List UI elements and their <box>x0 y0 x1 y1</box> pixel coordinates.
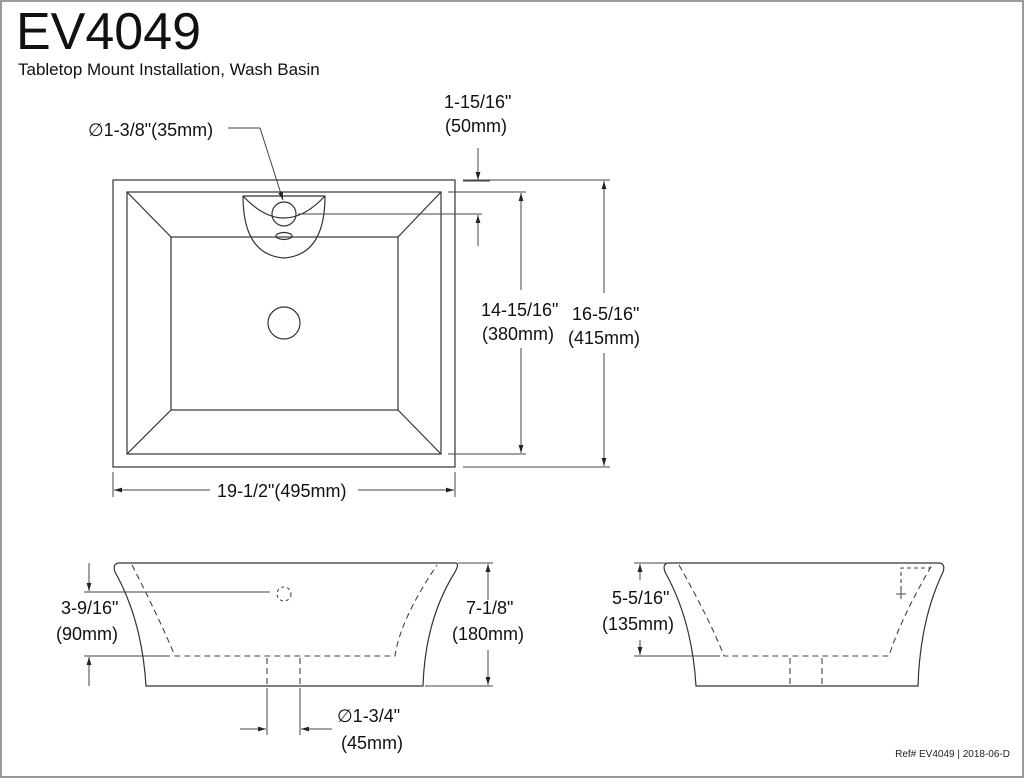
side-basin-outline <box>663 562 945 687</box>
basin-outer-outline <box>112 179 456 468</box>
inner-depth-inch: 14-15/16" <box>481 300 558 320</box>
faucet-hole-icon <box>271 201 297 227</box>
overflow-hole-icon <box>275 231 293 241</box>
inner-depth-mm: (380mm) <box>482 324 554 344</box>
model-title: EV4049 <box>16 3 202 61</box>
top-view: ∅1-3/8"(35mm) 1-15/16" (50mm) 14-15/16" … <box>88 92 640 501</box>
width-label: 19-1/2"(495mm) <box>217 481 346 501</box>
bowl-depth-inch: 5-5/16" <box>612 588 669 608</box>
basin-floor-outline <box>170 236 399 411</box>
faucet-hole-label: ∅1-3/8"(35mm) <box>88 120 213 140</box>
total-height-inch: 7-1/8" <box>466 598 513 618</box>
edge-to-hole-inch: 1-15/16" <box>444 92 511 112</box>
overflow-height-inch: 3-9/16" <box>61 598 118 618</box>
reference-note: Ref# EV4049 | 2018-06-D <box>895 749 1010 760</box>
bowl-depth-mm: (135mm) <box>602 614 674 634</box>
overflow-hole-icon <box>276 586 292 602</box>
basin-rim-outline <box>126 191 442 455</box>
drain-hole-icon <box>267 306 301 340</box>
overflow-height-mm: (90mm) <box>56 624 118 644</box>
outer-depth-inch: 16-5/16" <box>572 304 639 324</box>
edge-to-hole-mm: (50mm) <box>445 116 507 136</box>
front-view: 3-9/16" (90mm) 7-1/8" (180mm) ∅1-3/4" (4… <box>56 562 524 753</box>
faucet-deck <box>242 195 326 259</box>
front-basin-outline <box>113 562 459 687</box>
side-view: 5-5/16" (135mm) <box>602 562 945 687</box>
drain-diameter-mm: (45mm) <box>341 733 403 753</box>
drain-diameter-inch: ∅1-3/4" <box>337 706 400 726</box>
total-height-mm: (180mm) <box>452 624 524 644</box>
outer-depth-mm: (415mm) <box>568 328 640 348</box>
drawing-subtitle: Tabletop Mount Installation, Wash Basin <box>18 60 320 79</box>
